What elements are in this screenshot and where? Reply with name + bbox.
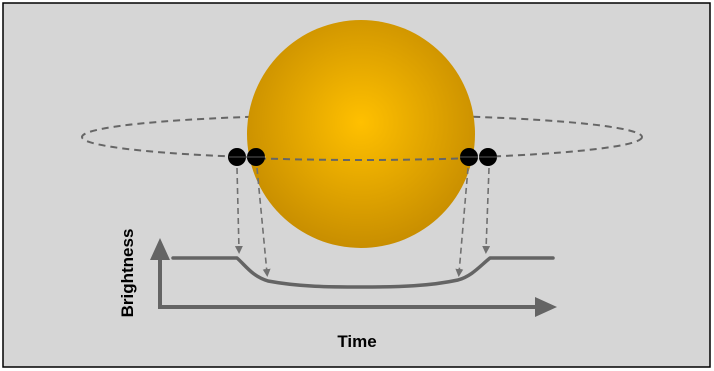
projection-arrow-1: [234, 167, 243, 254]
projection-arrow-2: [256, 167, 271, 277]
x-axis-label: Time: [337, 332, 376, 351]
planet-ingress-2: [247, 148, 265, 166]
orbit-path-front: [246, 157, 476, 161]
projection-arrow-3: [455, 167, 469, 277]
planet-egress-1: [460, 148, 478, 166]
star: [247, 20, 475, 248]
projection-arrow-4: [482, 167, 491, 254]
y-axis-label: Brightness: [118, 229, 137, 318]
light-curve: [171, 256, 555, 289]
planet-ingress-1: [228, 148, 246, 166]
planet-egress-2: [479, 148, 497, 166]
